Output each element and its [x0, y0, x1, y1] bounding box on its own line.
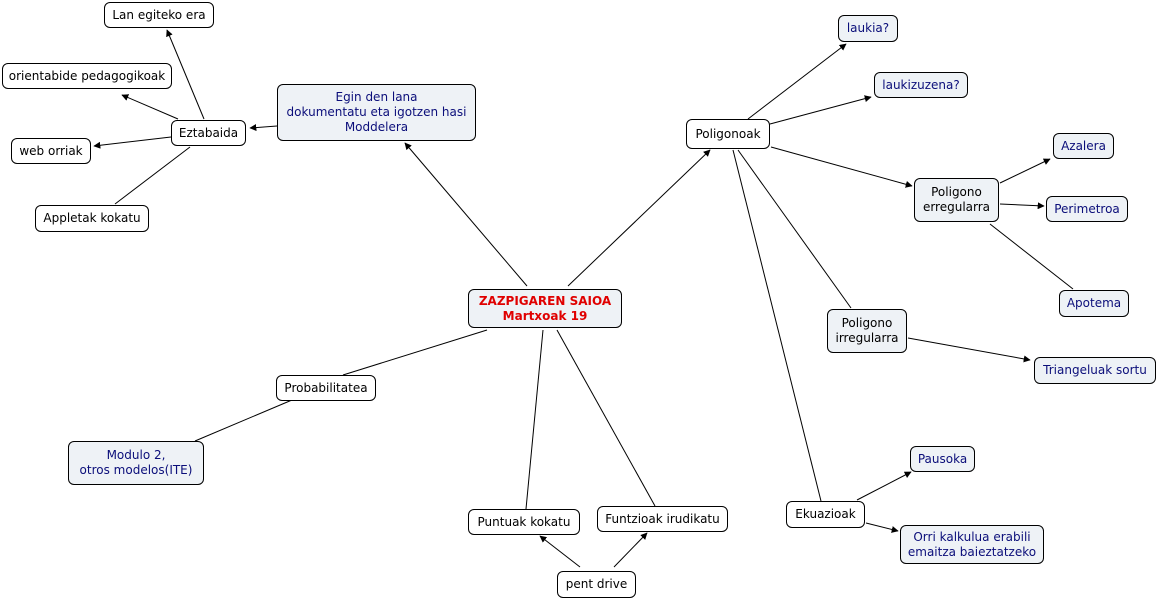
link-poligonoak-ekuazioak	[732, 149, 822, 502]
node-eztabaida-label: Eztabaida	[178, 125, 239, 140]
node-puntuak-label: Puntuak kokatu	[477, 514, 571, 529]
link-ekuazioak-pausoka	[856, 471, 912, 501]
node-web[interactable]: web orriak	[11, 138, 91, 164]
node-eztabaida[interactable]: Eztabaida	[171, 120, 246, 146]
link-eztabaida-orient	[121, 94, 179, 120]
node-poligonoak[interactable]: Poligonoak	[686, 119, 770, 149]
node-laukizuzena[interactable]: laukizuzena?	[874, 72, 968, 98]
node-perimetroa[interactable]: Perimetroa	[1046, 196, 1128, 222]
node-applet[interactable]: Appletak kokatu	[35, 205, 149, 232]
node-pol-erregular-label: Poligono erregularra	[922, 185, 991, 214]
node-azalera-label: Azalera	[1061, 138, 1106, 153]
link-poligonoak-laukizuzena	[769, 95, 872, 125]
node-poligonoak-label: Poligonoak	[695, 126, 761, 141]
node-triangeluak-label: Triangeluak sortu	[1043, 363, 1147, 377]
node-pol-irregular-label: Poligono irregularra	[835, 316, 899, 345]
node-laukia[interactable]: laukia?	[838, 15, 898, 42]
node-ekuazioak-label: Ekuazioak	[795, 507, 856, 521]
node-orient-label: orientabide pedagogikoak	[8, 68, 166, 83]
node-pent[interactable]: pent drive	[557, 571, 636, 598]
node-apotema-label: Apotema	[1066, 296, 1122, 310]
node-funtzioak[interactable]: Funtzioak irudikatu	[597, 506, 728, 532]
node-triangeluak[interactable]: Triangeluak sortu	[1034, 357, 1156, 384]
node-ekuazioak[interactable]: Ekuazioak	[786, 501, 865, 528]
node-laukia-label: laukia?	[846, 21, 890, 35]
node-pausoka-label: Pausoka	[917, 451, 968, 466]
link-eztabaida-web	[93, 136, 172, 149]
link-probabilitatea-modulo	[194, 399, 293, 442]
link-pent-puntuak	[539, 535, 581, 568]
link-egin-eztabaida	[249, 124, 278, 132]
node-web-label: web orriak	[19, 143, 83, 158]
node-funtzioak-label: Funtzioak irudikatu	[605, 511, 720, 526]
node-lan-label: Lan egiteko era	[112, 7, 206, 22]
node-probabilitatea[interactable]: Probabilitatea	[276, 375, 376, 401]
node-pol-erregular[interactable]: Poligono erregularra	[914, 178, 999, 222]
link-pent-funtzioak	[613, 532, 648, 568]
link-poligonoak-irregular	[737, 149, 852, 309]
link-poligonoak-erregular	[770, 146, 913, 188]
node-modulo-label: Modulo 2, otros modelos(ITE)	[79, 448, 193, 477]
link-eztabaida-lan	[166, 29, 205, 120]
link-erregular-apotema	[989, 223, 1074, 290]
node-egin[interactable]: Egin den lana dokumentatu eta igotzen ha…	[277, 84, 476, 141]
node-pent-label: pent drive	[565, 577, 628, 591]
node-pausoka[interactable]: Pausoka	[910, 446, 975, 472]
link-main-poligonoak	[567, 149, 711, 287]
node-probabilitatea-label: Probabilitatea	[284, 380, 368, 395]
link-poligonoak-laukia	[747, 43, 847, 120]
node-laukizuzena-label: laukizuzena?	[882, 77, 960, 92]
node-applet-label: Appletak kokatu	[43, 211, 141, 225]
link-main-funtzioak	[556, 329, 656, 507]
link-eztabaida-applet	[114, 146, 191, 205]
link-main-probabilitatea	[342, 329, 488, 376]
link-irregular-triangeluak	[907, 337, 1031, 363]
link-erregular-perimetroa	[999, 202, 1045, 210]
node-perimetroa-label: Perimetroa	[1054, 201, 1120, 216]
node-modulo[interactable]: Modulo 2, otros modelos(ITE)	[68, 441, 204, 485]
node-main[interactable]: ZAZPIGAREN SAIOA Martxoak 19	[468, 289, 622, 328]
link-main-puntuak	[525, 329, 544, 510]
node-egin-label: Egin den lana dokumentatu eta igotzen ha…	[286, 90, 467, 134]
link-ekuazioak-orri	[865, 522, 899, 533]
node-lan[interactable]: Lan egiteko era	[104, 2, 214, 28]
node-apotema[interactable]: Apotema	[1059, 290, 1129, 317]
node-orient[interactable]: orientabide pedagogikoak	[2, 63, 172, 89]
node-orri[interactable]: Orri kalkulua erabili emaitza baieztatze…	[900, 525, 1044, 564]
node-azalera[interactable]: Azalera	[1053, 133, 1114, 159]
node-main-label: ZAZPIGAREN SAIOA Martxoak 19	[478, 293, 612, 323]
node-pol-irregular[interactable]: Poligono irregularra	[827, 309, 907, 353]
link-erregular-azalera	[999, 158, 1051, 184]
node-orri-label: Orri kalkulua erabili emaitza baieztatze…	[907, 529, 1037, 559]
node-puntuak[interactable]: Puntuak kokatu	[468, 509, 580, 535]
link-main-egin	[404, 142, 528, 287]
